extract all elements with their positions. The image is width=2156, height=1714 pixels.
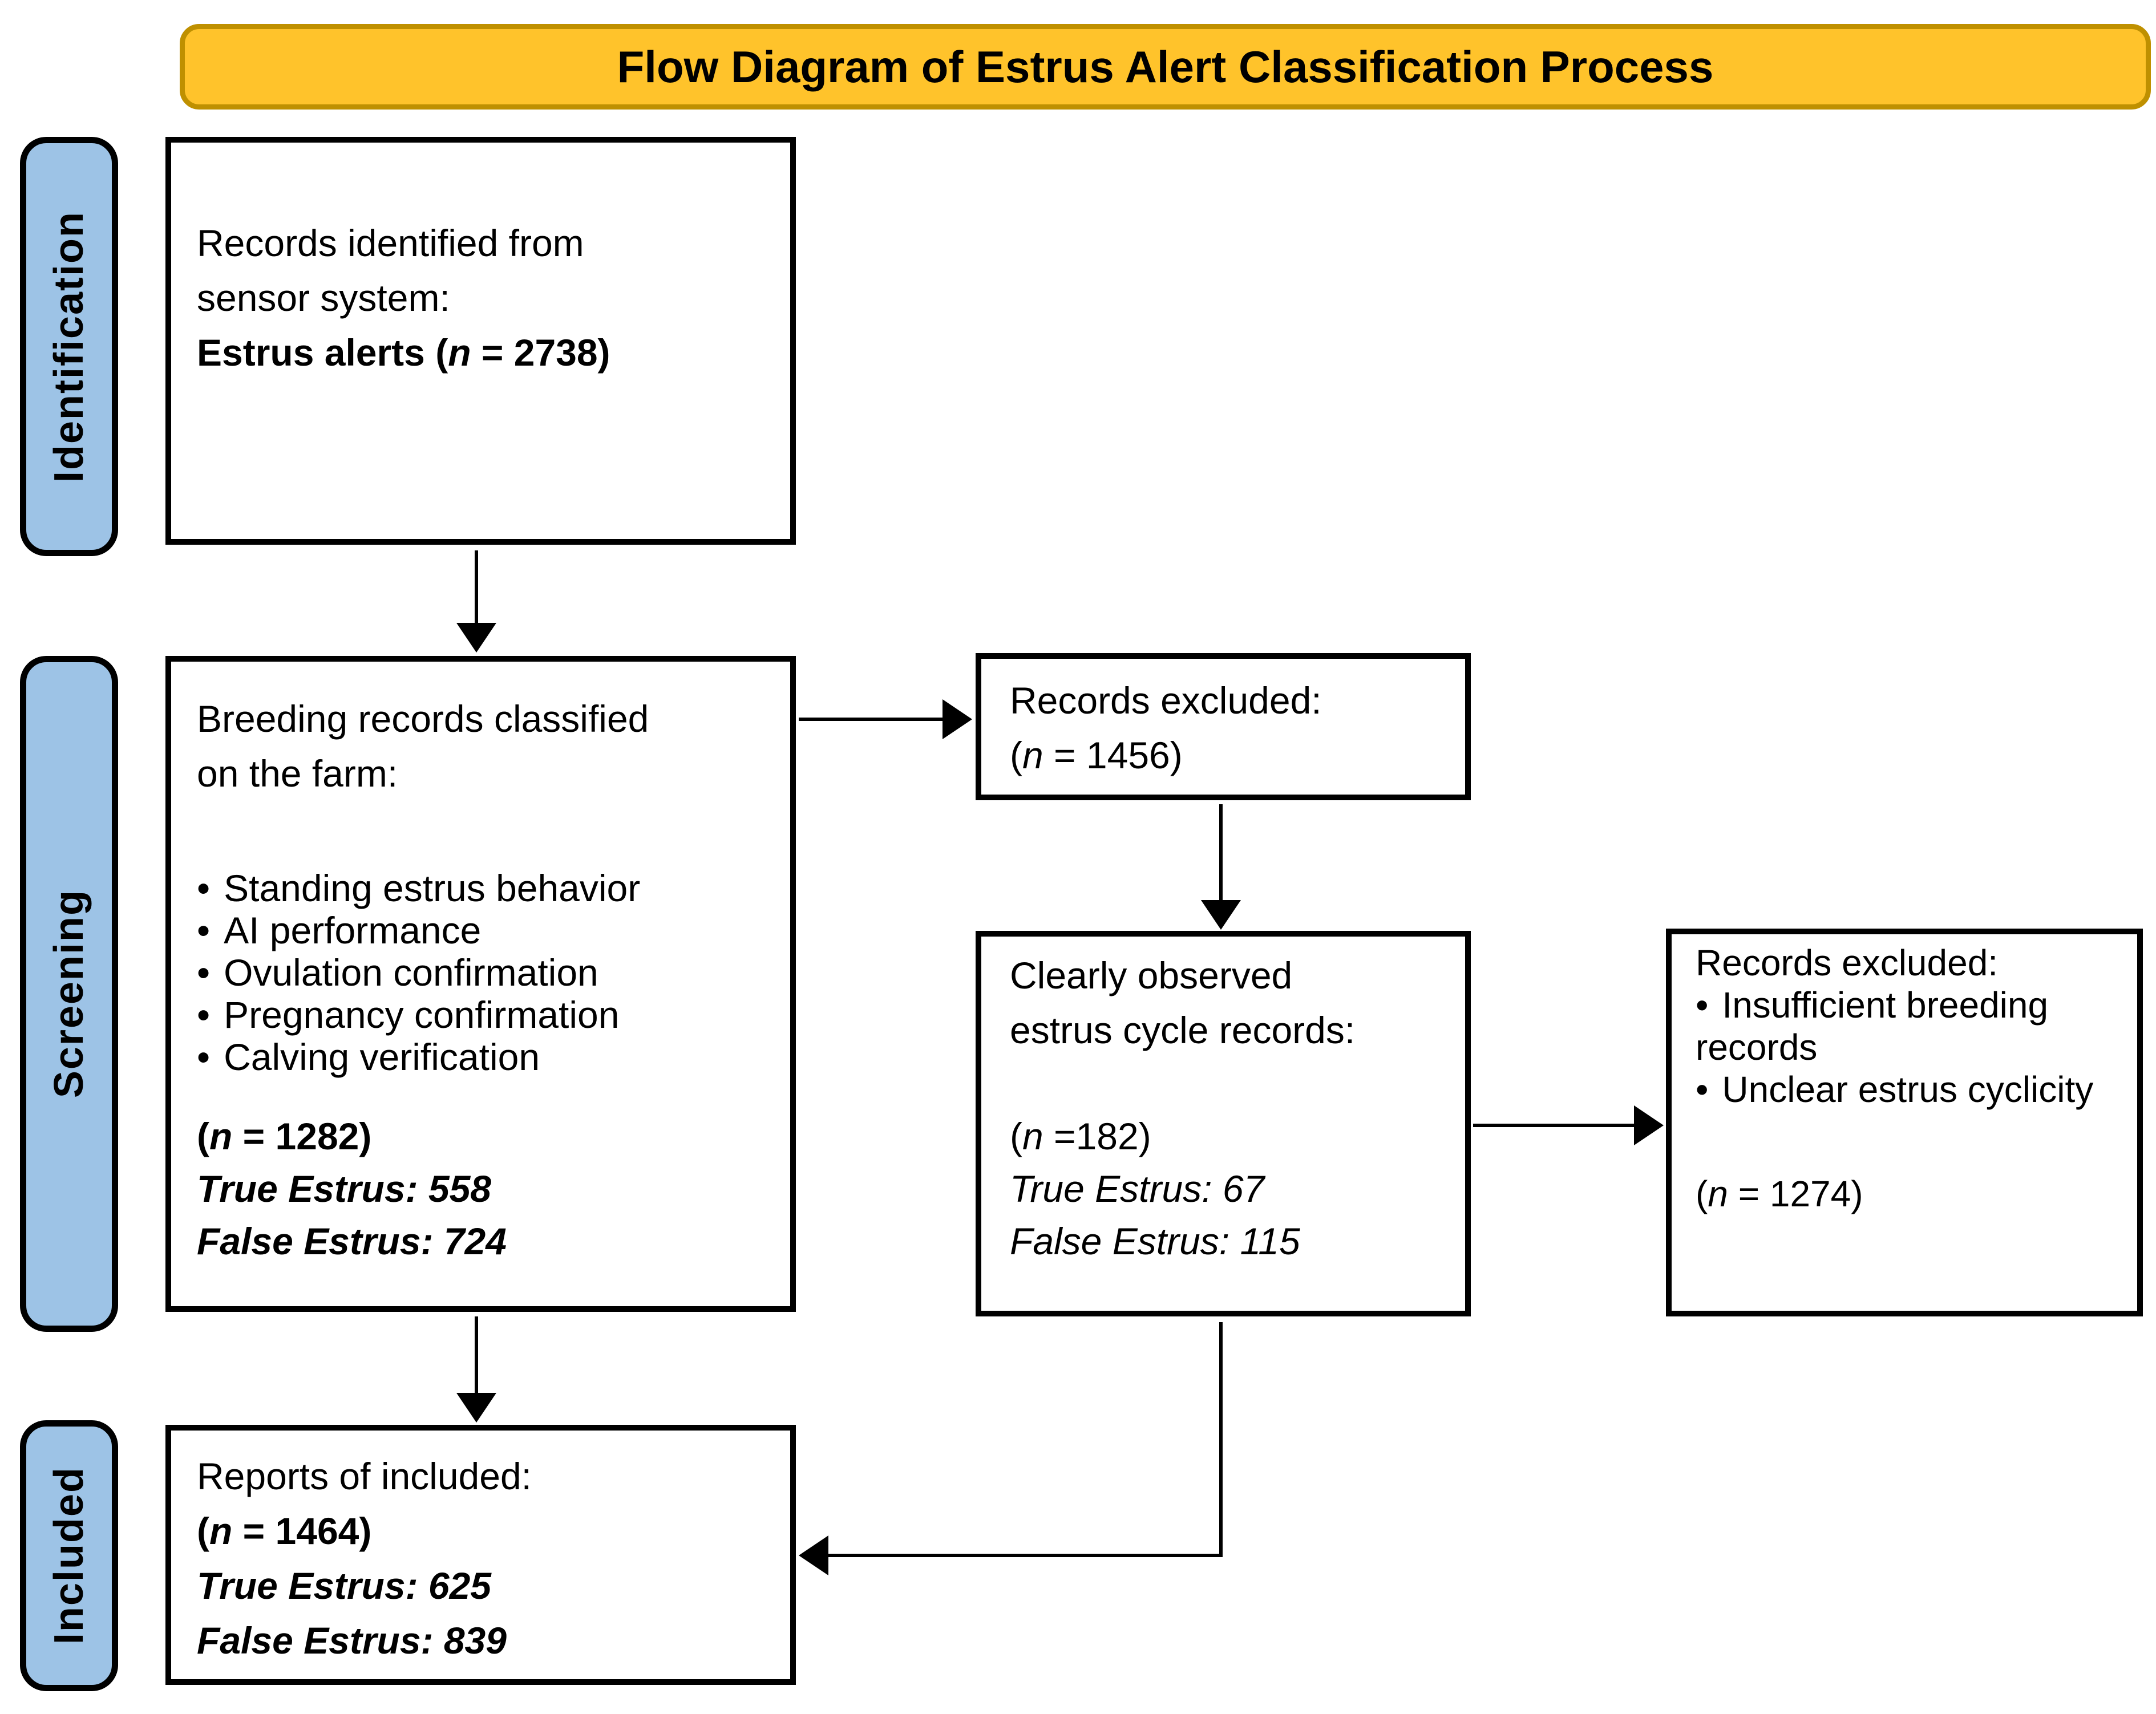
clearly-observed-line1: Clearly observed	[1010, 954, 1293, 996]
bullet-item: •Ovulation confirmation	[197, 951, 598, 994]
box-clearly-observed-records	[976, 931, 1471, 1316]
box-records-excluded-observed	[1666, 929, 2143, 1316]
arrow-screening-to-excluded-head	[943, 699, 972, 739]
clearly-observed-false-estrus: False Estrus: 115	[1010, 1220, 1300, 1262]
records-identified-line1: Records identified from	[197, 222, 584, 264]
arrow-observed-to-included-head	[799, 1535, 828, 1575]
clearly-observed-true-estrus: True Estrus: 67	[1010, 1168, 1265, 1210]
bullet-item: •Insufficient breeding records	[1696, 984, 2049, 1068]
breeding-records-true-estrus: True Estrus: 558	[197, 1168, 492, 1210]
bullet-dot: •	[197, 909, 211, 951]
stage-label-screening-text: Screening	[46, 889, 92, 1099]
clearly-observed-text: Clearly observed estrus cycle records: (…	[1010, 948, 1455, 1267]
stage-label-included: Included	[20, 1420, 118, 1691]
arrow-identified-to-screening-line	[475, 550, 478, 626]
box-records-excluded-screening	[976, 653, 1471, 800]
stage-label-screening: Screening	[20, 656, 118, 1332]
reports-included-line1: Reports of included:	[197, 1455, 532, 1497]
breeding-records-line2: on the farm:	[197, 752, 398, 795]
bullet-dot: •	[197, 951, 211, 994]
box-records-identified	[165, 137, 796, 545]
bullet-item: •Pregnancy confirmation	[197, 994, 620, 1036]
stage-label-included-text: Included	[46, 1466, 92, 1645]
reports-included-false-estrus: False Estrus: 839	[197, 1619, 507, 1662]
bullet-dot: •	[197, 994, 211, 1036]
bullet-dot: •	[197, 867, 211, 909]
arrow-observed-to-included-hline	[828, 1554, 1223, 1557]
diagram-title-banner: Flow Diagram of Estrus Alert Classificat…	[180, 24, 2151, 110]
records-identified-count: Estrus alerts (n = 2738)	[197, 331, 610, 374]
records-excluded-observed-text: Records excluded: •Insufficient breeding…	[1696, 942, 2119, 1215]
arrow-observed-to-included-vline	[1219, 1322, 1223, 1556]
records-excluded-screening-line1: Records excluded:	[1010, 679, 1322, 722]
bullet-item: •Standing estrus behavior	[197, 867, 641, 909]
records-excluded-observed-count: (n = 1274)	[1696, 1173, 1863, 1214]
bullet-item: •Unclear estrus cyclicity	[1696, 1069, 2094, 1110]
box-reports-included	[165, 1425, 796, 1685]
stage-label-identification-text: Identification	[46, 210, 92, 483]
breeding-records-false-estrus: False Estrus: 724	[197, 1220, 507, 1262]
stage-label-identification: Identification	[20, 137, 118, 556]
reports-included-count: (n = 1464)	[197, 1510, 372, 1552]
arrow-observed-to-excluded2-line	[1473, 1124, 1637, 1127]
box-breeding-records-classified	[165, 656, 796, 1312]
diagram-title: Flow Diagram of Estrus Alert Classificat…	[617, 41, 1714, 92]
breeding-records-line1: Breeding records classified	[197, 698, 649, 740]
bullet-dot: •	[197, 1036, 211, 1078]
clearly-observed-line2: estrus cycle records:	[1010, 1009, 1356, 1051]
arrow-screening-to-included-line	[475, 1316, 478, 1395]
arrow-observed-to-excluded2-head	[1634, 1105, 1664, 1145]
bullet-item: •Calving verification	[197, 1036, 540, 1078]
reports-included-true-estrus: True Estrus: 625	[197, 1565, 492, 1607]
bullet-dot: •	[1696, 984, 1709, 1026]
arrow-screening-to-included-head	[456, 1393, 496, 1423]
records-excluded-observed-line1: Records excluded:	[1696, 942, 1999, 983]
arrow-screening-to-excluded-line	[799, 718, 946, 721]
records-identified-line2: sensor system:	[197, 277, 450, 319]
arrow-identified-to-screening-head	[456, 623, 496, 653]
bullet-dot: •	[1696, 1069, 1709, 1110]
bullet-item: •AI performance	[197, 909, 482, 951]
breeding-records-text: Breeding records classified on the farm:…	[197, 691, 773, 1267]
arrow-excluded-to-observed-head	[1201, 900, 1241, 930]
records-identified-text: Records identified from sensor system: E…	[197, 216, 773, 380]
breeding-records-count: (n = 1282)	[197, 1115, 372, 1157]
records-excluded-screening-count: (n = 1456)	[1010, 734, 1183, 776]
reports-included-text: Reports of included: (n = 1464) True Est…	[197, 1449, 773, 1668]
clearly-observed-count: (n =182)	[1010, 1115, 1151, 1157]
records-excluded-screening-text: Records excluded: (n = 1456)	[1010, 673, 1443, 783]
arrow-excluded-to-observed-line	[1219, 804, 1223, 902]
